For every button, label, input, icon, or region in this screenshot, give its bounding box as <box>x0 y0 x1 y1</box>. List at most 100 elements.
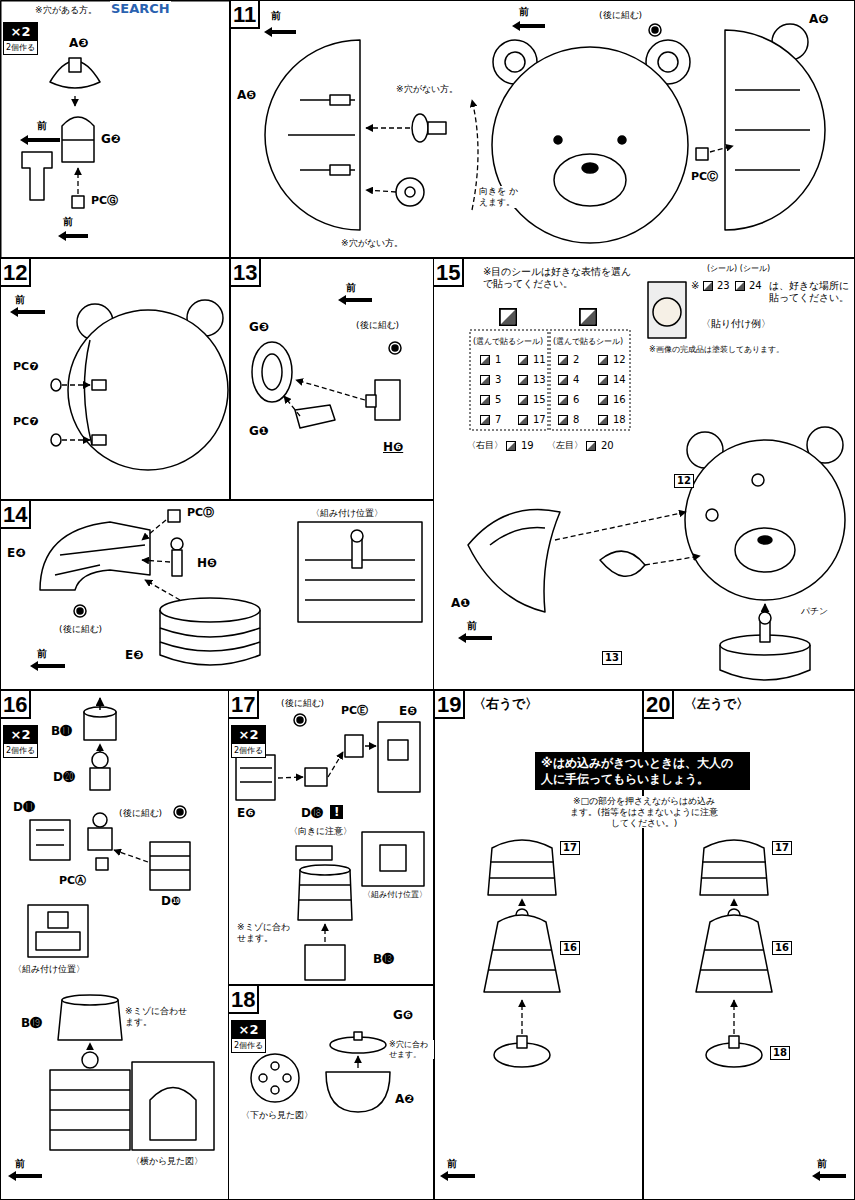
step-reference-number: 13 <box>603 652 621 664</box>
note-text: 〈向きに注意〉 <box>288 826 353 837</box>
step-reference-number: 18 <box>771 1047 789 1059</box>
note-text: ※穴がない方。 <box>340 238 404 249</box>
note-text: ※目のシールは好きな表情を選んで貼ってください。 <box>482 266 634 290</box>
note-text: 〈横から見た図〉 <box>130 1156 204 1167</box>
note-text: ※画像の完成品は塗装してあります。 <box>648 345 785 355</box>
step-panel: 14 <box>0 500 434 690</box>
sticker-number: 24 <box>748 280 763 292</box>
warning-text: ※はめ込みがきついときは、大人の人に手伝ってもらいましょう。 <box>535 752 750 790</box>
part-label: PC❼ <box>12 360 39 373</box>
part-label: E❺ <box>398 704 418 718</box>
step-number: 13 <box>231 259 261 287</box>
sticker-number: 3 <box>494 374 502 386</box>
note-text: パチン <box>800 606 829 617</box>
part-label: 前 <box>446 1158 458 1170</box>
note-text: (後に組む) <box>280 698 325 709</box>
sticker-number: 2 <box>572 354 580 366</box>
part-label: E❹ <box>6 546 26 560</box>
step-reference-number: 12 <box>675 475 693 487</box>
note-text: 〈組み付け位置〉 <box>12 964 86 975</box>
note-text: 〈貼り付け例〉 <box>700 318 772 330</box>
step-number: 16 <box>1 691 31 719</box>
step-panel: 151213 <box>433 258 855 690</box>
count-badge: ×22個作る <box>3 22 38 55</box>
count-note: 2個作る <box>232 744 265 757</box>
step-reference: 17 <box>772 841 792 855</box>
step-number: 12 <box>1 259 31 287</box>
step-reference-number: 16 <box>561 942 579 954</box>
sticker-number: 11 <box>532 354 547 366</box>
sticker-number: 14 <box>612 374 627 386</box>
note-text: (シール) (シール) <box>706 264 771 274</box>
note-text: 〈組み付け位置〉 <box>362 890 428 900</box>
part-label: 前 <box>466 620 478 632</box>
note-text: 〈下から見た図〉 <box>240 1110 314 1121</box>
part-label: A❻ <box>808 12 829 26</box>
count-note: 2個作る <box>4 744 37 757</box>
part-label: D⓫ <box>12 800 36 814</box>
note-text: (後に組む) <box>598 10 643 21</box>
note-text: (後に組む) <box>58 624 103 635</box>
sticker-number: 19 <box>520 440 535 452</box>
part-label: G❸ <box>248 320 270 334</box>
note-text: ※ミゾに合わせます。 <box>124 1006 190 1028</box>
sticker-number: 18 <box>612 414 627 426</box>
note-text: (選んで貼るシール) <box>552 337 624 347</box>
step-reference: 12 <box>674 474 694 488</box>
part-label: A❺ <box>236 88 257 102</box>
watermark: SEARCH <box>110 1 171 17</box>
sticker-number: 13 <box>532 374 547 386</box>
count-note: 2個作る <box>4 41 37 54</box>
note-text: (選んで貼るシール) <box>472 337 544 347</box>
part-label: A❸ <box>68 36 89 50</box>
part-label: E❸ <box>124 648 144 662</box>
step-number: 11 <box>231 1 260 29</box>
part-label: 前 <box>62 216 74 228</box>
step-number: 17 <box>229 691 259 719</box>
part-label: B⓳ <box>20 1016 43 1030</box>
part-label: B⓫ <box>50 724 73 738</box>
step-reference-number: 17 <box>561 842 579 854</box>
count-mark: ×2 <box>232 1021 265 1039</box>
count-mark: ×2 <box>4 23 37 41</box>
part-label: 〈左うで〉 <box>683 696 750 712</box>
note-text: 〈右目〉 <box>466 440 504 451</box>
part-label: D⓲ <box>300 806 324 820</box>
part-label: 前 <box>518 6 530 18</box>
part-label: PCⒹ <box>186 506 215 519</box>
part-label: 前 <box>36 648 48 660</box>
step-reference-number: 16 <box>773 942 791 954</box>
step-reference-number: 17 <box>773 842 791 854</box>
part-label: 前 <box>14 1158 26 1170</box>
step-reference: 18 <box>770 1046 790 1060</box>
note-text: 〈左目〉 <box>546 440 584 451</box>
part-label: 前 <box>345 282 357 294</box>
sticker-number: 1 <box>494 354 502 366</box>
step-panel: 12 <box>0 258 230 500</box>
sticker-number: 12 <box>612 354 627 366</box>
note-text: は、好きな場所に貼ってください。 <box>768 280 850 304</box>
part-label: E❻ <box>236 806 256 820</box>
step-reference: 13 <box>602 651 622 665</box>
note-text: (後に組む) <box>355 320 400 331</box>
step-panel: 11 <box>230 0 855 258</box>
count-mark: ×2 <box>4 726 37 744</box>
sticker-number: 15 <box>532 394 547 406</box>
sticker-number: 7 <box>494 414 502 426</box>
warning-box: ※はめ込みがきついときは、大人の人に手伝ってもらいましょう。 <box>535 752 750 790</box>
count-badge: ×22個作る <box>3 725 38 758</box>
step-number: 15 <box>434 259 464 287</box>
step-number: 14 <box>1 501 31 529</box>
step-panel: 13 <box>230 258 434 500</box>
part-label: 〈右うで〉 <box>472 696 539 712</box>
note-text: ※□の部分を押さえながらはめ込みます。(指等をはさまないように注意してください。… <box>568 796 720 828</box>
count-note: 2個作る <box>232 1039 265 1052</box>
note-text: ※穴がある方。 <box>34 5 98 16</box>
sticker-number: 8 <box>572 414 580 426</box>
step-panel: 16 ×22個作る <box>0 690 229 1200</box>
part-label: H❺ <box>196 556 218 570</box>
part-label: D❿ <box>160 894 182 908</box>
part-label: PCⒼ <box>90 194 119 207</box>
sticker-number: 23 <box>716 280 731 292</box>
